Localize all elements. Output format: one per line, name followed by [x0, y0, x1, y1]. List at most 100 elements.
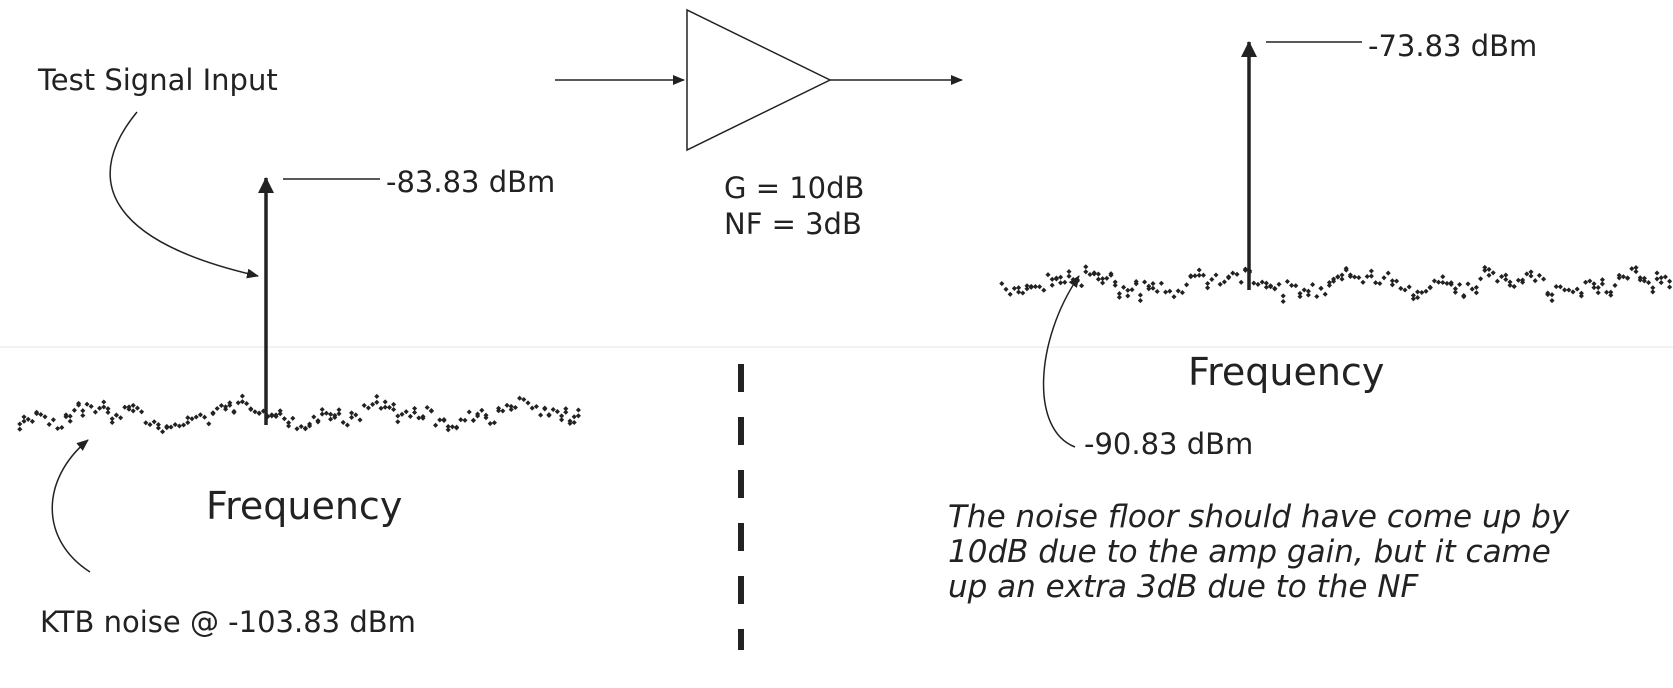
noise-dot	[1095, 276, 1101, 282]
noise-dot	[424, 404, 430, 411]
noise-dot	[130, 408, 136, 414]
noise-dot	[1373, 280, 1379, 286]
noise-dot	[1326, 279, 1332, 286]
noise-dot	[466, 409, 472, 415]
noise-dot	[399, 411, 405, 417]
noise-dot	[80, 408, 86, 414]
noise-dot	[1503, 276, 1509, 283]
noise-dot	[97, 405, 103, 411]
noise-dot	[172, 422, 178, 428]
noise-dot	[1045, 272, 1051, 278]
noise-dot	[529, 405, 535, 411]
noise-dot	[286, 423, 292, 429]
noise-floor-explanation: The noise floor should have come up by 1…	[948, 499, 1570, 605]
noise-dot	[428, 408, 434, 414]
noise-dot	[533, 403, 539, 410]
noise-dot	[470, 417, 476, 423]
noise-dot	[487, 421, 493, 427]
noise-dot	[491, 420, 497, 426]
noise-dot	[1440, 279, 1446, 286]
noise-dot	[1482, 267, 1488, 273]
noise-dot	[1662, 274, 1668, 280]
noise-dot	[84, 401, 90, 407]
noise-dot	[538, 412, 544, 418]
noise-dot	[412, 409, 418, 416]
noise-dot	[109, 416, 115, 422]
noise-dot	[1486, 266, 1492, 272]
left-frequency-axis-label: Frequency	[206, 484, 403, 528]
noise-dot	[1142, 279, 1148, 285]
noise-dot	[349, 414, 355, 420]
ktb-noise-label: KTB noise @ -103.83 dBm	[40, 605, 416, 639]
noise-dot	[290, 415, 296, 421]
noise-dot	[307, 423, 313, 429]
noise-dot	[1465, 281, 1471, 287]
noise-dot	[340, 419, 346, 425]
noise-level-pointer	[1042, 275, 1080, 448]
noise-dot	[1188, 273, 1194, 279]
noise-dot	[567, 420, 573, 426]
noise-dot	[147, 422, 153, 428]
noise-dot	[1364, 273, 1370, 280]
noise-dot	[1146, 286, 1152, 292]
test-signal-input-label: Test Signal Input	[38, 63, 278, 97]
noise-dot	[1226, 274, 1232, 280]
noise-dot	[1104, 275, 1110, 281]
noise-dot	[1452, 289, 1458, 295]
noise-dot	[1259, 279, 1265, 285]
noise-dot	[449, 424, 455, 430]
noise-dot	[391, 401, 397, 407]
noise-dot	[475, 411, 481, 417]
noise-dot	[403, 409, 409, 415]
noise-dot	[1570, 289, 1576, 295]
noise-dot	[118, 415, 124, 421]
noise-dot	[1049, 276, 1055, 282]
noise-dot	[1305, 292, 1311, 298]
noise-dot	[416, 415, 422, 421]
noise-dot	[1289, 282, 1295, 288]
noise-dot	[1087, 271, 1093, 278]
noise-dot	[1100, 280, 1106, 286]
noise-dot	[1339, 276, 1345, 282]
noise-dot	[1557, 284, 1563, 290]
noise-dot	[248, 406, 254, 412]
noise-dot	[454, 425, 460, 431]
noise-dot	[134, 405, 140, 411]
noise-dot	[239, 399, 245, 405]
noise-dot	[214, 405, 220, 412]
noise-dot	[1583, 279, 1589, 285]
noise-dot	[420, 413, 426, 420]
noise-dot	[1024, 286, 1030, 292]
noise-dot	[328, 416, 334, 422]
noise-dot	[1398, 285, 1404, 291]
noise-dot	[319, 406, 325, 413]
noise-dot	[433, 422, 439, 428]
noise-dot	[168, 424, 174, 430]
noise-dot	[1410, 292, 1416, 298]
noise-dot	[1007, 291, 1013, 297]
noise-dot	[1343, 267, 1349, 273]
noise-dot	[311, 414, 317, 420]
noise-dot	[1272, 286, 1278, 292]
noise-dot	[1524, 271, 1530, 277]
noise-dot	[1478, 276, 1484, 282]
noise-dot	[1247, 268, 1253, 274]
noise-dot	[1196, 272, 1202, 278]
noise-dot	[1591, 281, 1597, 287]
noise-dot	[1389, 278, 1395, 284]
noise-dot	[521, 396, 527, 403]
noise-dot	[17, 426, 23, 432]
noise-dot	[1549, 298, 1555, 304]
noise-dot	[546, 412, 552, 419]
noise-dot	[353, 412, 359, 418]
noise-dot	[1385, 270, 1391, 276]
noise-dot	[1154, 288, 1160, 295]
noise-dot	[483, 415, 489, 421]
noise-dot	[1184, 282, 1190, 288]
noise-dot	[1163, 289, 1169, 295]
noise-dot	[1528, 273, 1534, 279]
noise-dot	[1415, 295, 1421, 301]
noise-dot	[1196, 267, 1202, 273]
left-signal-level-label: -83.83 dBm	[386, 165, 556, 199]
amp-noise-figure-label: NF = 3dB	[724, 207, 862, 241]
